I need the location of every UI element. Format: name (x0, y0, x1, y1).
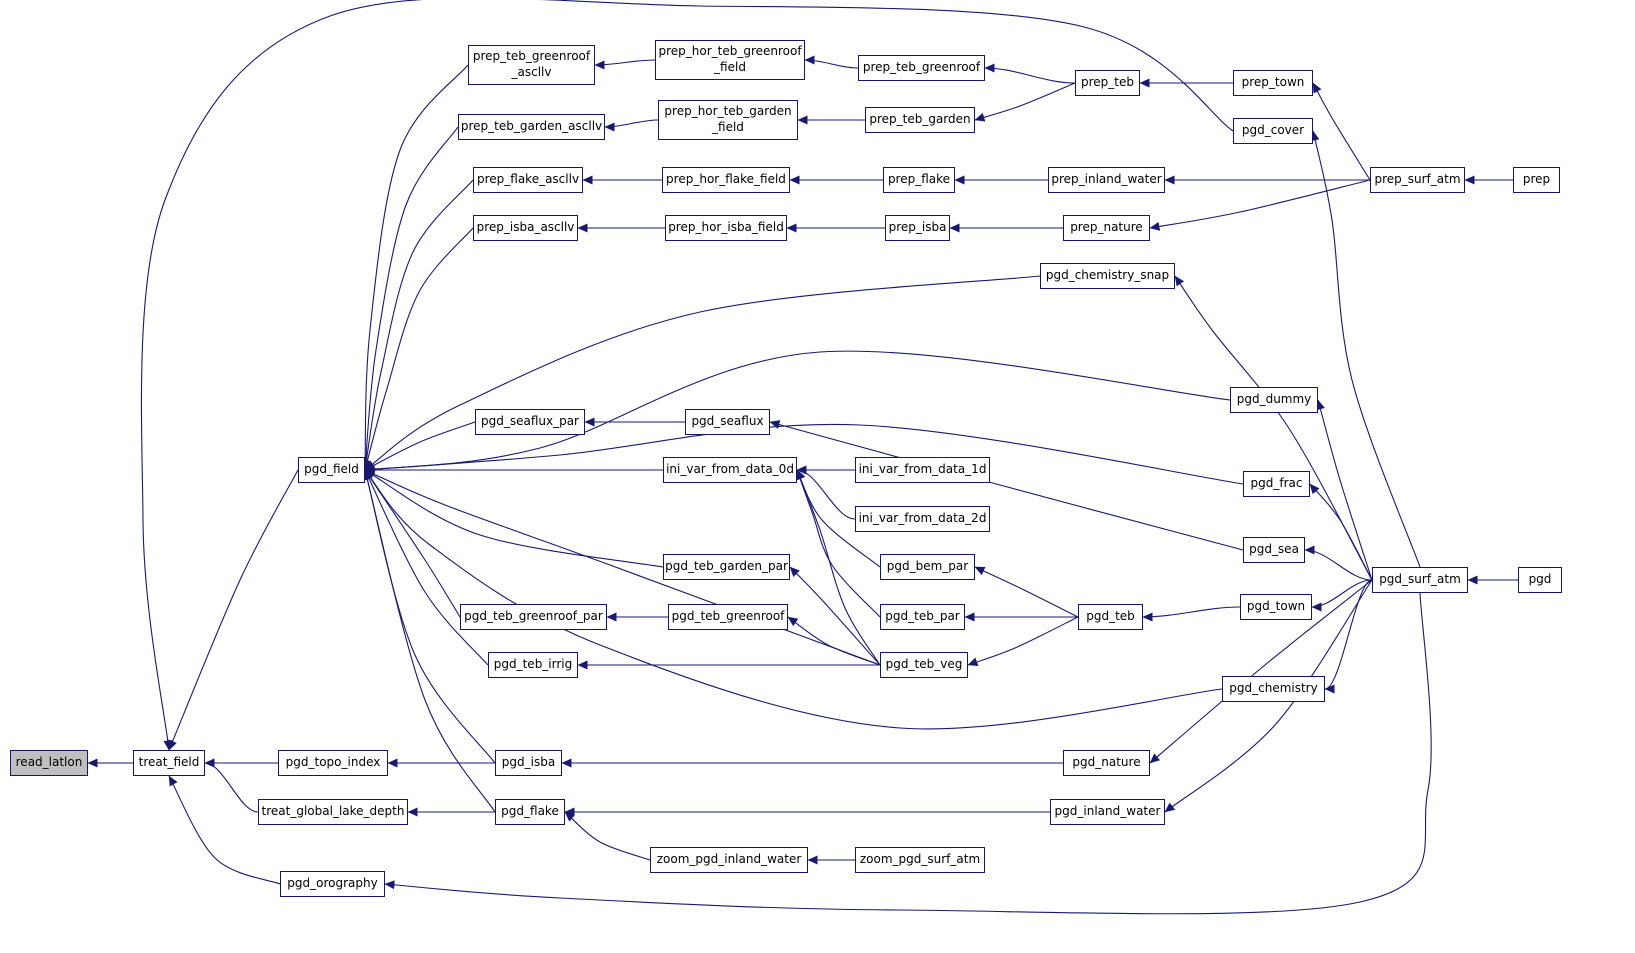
node-read_latlon: read_latlon (10, 750, 88, 776)
edge-pgd_teb_irrig-to-pgd_field (364, 469, 489, 666)
edge-prep_surf_atm-to-prep_town (1312, 82, 1371, 181)
edge-prep_surf_atm-to-prep_nature (1149, 179, 1371, 231)
node-zoom_pgd_inland_water[interactable]: zoom_pgd_inland_water (650, 847, 808, 873)
node-pgd_bem_par[interactable]: pgd_bem_par (880, 554, 975, 580)
node-zoom_pgd_surf_atm[interactable]: zoom_pgd_surf_atm (855, 847, 985, 873)
node-pgd_chemistry[interactable]: pgd_chemistry (1222, 676, 1325, 702)
edge-prep_teb-to-prep_teb_garden (974, 82, 1076, 122)
edge-pgd_teb_greenroof_par-to-pgd_field (364, 469, 461, 618)
node-treat_field[interactable]: treat_field (133, 750, 205, 776)
edge-pgd_flake-to-pgd_field (363, 469, 496, 813)
edge-pgd_surf_atm-to-pgd_chemistry (1324, 579, 1373, 694)
node-pgd_town[interactable]: pgd_town (1240, 594, 1312, 620)
node-pgd_teb[interactable]: pgd_teb (1078, 604, 1143, 630)
node-prep_hor_teb_greenroof_field[interactable]: prep_hor_teb_greenroof _field (655, 40, 805, 80)
node-pgd_nature[interactable]: pgd_nature (1063, 750, 1150, 776)
edge-pgd_surf_atm-to-pgd_frac (1309, 483, 1373, 581)
node-pgd_chemistry_snap[interactable]: pgd_chemistry_snap (1040, 263, 1175, 289)
node-pgd_teb_greenroof[interactable]: pgd_teb_greenroof (668, 604, 788, 630)
edge-pgd_town-to-pgd_teb (1142, 606, 1241, 622)
node-pgd_surf_atm[interactable]: pgd_surf_atm (1372, 567, 1468, 593)
edge-pgd_teb-to-pgd_bem_par (974, 566, 1079, 618)
node-pgd_seaflux[interactable]: pgd_seaflux (685, 409, 770, 435)
node-pgd_teb_irrig[interactable]: pgd_teb_irrig (488, 652, 578, 678)
edge-pgd_chemistry_snap-to-pgd_field (364, 275, 1041, 471)
node-pgd_teb_par[interactable]: pgd_teb_par (880, 604, 965, 630)
edge-pgd_surf_atm-to-pgd_inland_water (1164, 579, 1373, 813)
node-pgd_flake[interactable]: pgd_flake (495, 799, 565, 825)
edge-pgd_cover-to-treat_field (140, 0, 1234, 751)
edge-pgd_teb_garden_par-to-pgd_field (364, 469, 664, 568)
node-pgd_teb_veg[interactable]: pgd_teb_veg (880, 652, 968, 678)
edge-prep_teb-to-prep_teb_greenroof (984, 63, 1076, 84)
edge-prep_flake_ascllv-to-pgd_field (362, 179, 474, 471)
edge-pgd_dummy-to-pgd_field (364, 350, 1231, 474)
edge-pgd_teb_veg-to-pgd_field (364, 469, 881, 666)
edge-pgd_surf_atm-to-pgd_sea (1304, 545, 1373, 581)
node-prep_nature[interactable]: prep_nature (1063, 215, 1150, 241)
node-prep_isba[interactable]: prep_isba (885, 215, 950, 241)
node-prep_isba_ascllv[interactable]: prep_isba_ascllv (473, 215, 578, 241)
node-prep_teb_garden_ascllv[interactable]: prep_teb_garden_ascllv (458, 114, 605, 140)
edge-pgd_sea-to-pgd_seaflux (769, 420, 1244, 551)
node-prep[interactable]: prep (1513, 167, 1560, 193)
node-pgd_inland_water[interactable]: pgd_inland_water (1050, 799, 1165, 825)
node-prep_teb_garden[interactable]: prep_teb_garden (865, 107, 975, 133)
node-prep_hor_teb_garden_field[interactable]: prep_hor_teb_garden _field (658, 100, 798, 140)
node-ini_var_from_data_2d[interactable]: ini_var_from_data_2d (855, 506, 990, 532)
node-prep_surf_atm[interactable]: prep_surf_atm (1370, 167, 1465, 193)
node-prep_teb_greenroof_ascllv[interactable]: prep_teb_greenroof _ascllv (468, 45, 595, 85)
edge-prep_isba_ascllv-to-pgd_field (363, 227, 474, 471)
node-prep_teb_greenroof[interactable]: prep_teb_greenroof (858, 55, 985, 81)
edge-pgd_teb_veg-to-ini_var_from_data_0d (796, 469, 881, 666)
node-pgd_cover[interactable]: pgd_cover (1233, 118, 1313, 144)
edge-pgd_seaflux_par-to-pgd_field (364, 421, 476, 471)
node-prep_inland_water[interactable]: prep_inland_water (1048, 167, 1165, 193)
node-prep_flake_ascllv[interactable]: prep_flake_ascllv (473, 167, 583, 193)
edge-zoom_pgd_inland_water-to-pgd_flake (564, 811, 651, 861)
node-pgd_orography[interactable]: pgd_orography (280, 871, 385, 897)
edge-pgd_orography-to-treat_field (168, 775, 281, 885)
node-pgd_seaflux_par[interactable]: pgd_seaflux_par (475, 409, 585, 435)
edge-prep_teb_greenroof_ascllv-to-pgd_field (360, 64, 469, 471)
edge-pgd_surf_atm-to-pgd_dummy (1316, 399, 1373, 581)
edge-pgd_surf_atm-to-pgd_town (1311, 579, 1373, 612)
edge-pgd_surf_atm-to-pgd_cover (1310, 130, 1421, 568)
node-pgd_topo_index[interactable]: pgd_topo_index (278, 750, 388, 776)
node-prep_hor_flake_field[interactable]: prep_hor_flake_field (662, 167, 790, 193)
edge-pgd_surf_atm-to-pgd_orography (384, 592, 1432, 915)
edge-pgd_teb-to-pgd_teb_veg (967, 616, 1079, 667)
node-pgd[interactable]: pgd (1518, 567, 1562, 593)
edge-pgd_teb_veg-to-pgd_teb_greenroof (787, 616, 881, 666)
node-prep_hor_isba_field[interactable]: prep_hor_isba_field (665, 215, 787, 241)
node-prep_teb[interactable]: prep_teb (1075, 70, 1140, 96)
edge-prep_hor_teb_greenroof_field-to-prep_teb_greenroof_ascllv (594, 59, 656, 70)
node-pgd_teb_garden_par[interactable]: pgd_teb_garden_par (663, 554, 790, 580)
node-pgd_field[interactable]: pgd_field (298, 457, 365, 483)
node-ini_var_from_data_0d[interactable]: ini_var_from_data_0d (663, 457, 797, 483)
node-treat_global_lake_depth[interactable]: treat_global_lake_depth (258, 799, 408, 825)
node-pgd_dummy[interactable]: pgd_dummy (1230, 387, 1318, 413)
edge-prep_hor_teb_garden_field-to-prep_teb_garden_ascllv (604, 119, 659, 132)
edge-pgd_teb_veg-to-pgd_teb_garden_par (789, 566, 881, 666)
edge-pgd_teb_par-to-ini_var_from_data_0d (795, 469, 881, 618)
edge-pgd_surf_atm-to-pgd_nature (1149, 579, 1373, 764)
edge-prep_teb_garden_ascllv-to-pgd_field (361, 126, 459, 471)
edge-pgd_chemistry-to-pgd_field (364, 469, 1223, 730)
node-pgd_frac[interactable]: pgd_frac (1243, 471, 1310, 497)
node-pgd_teb_greenroof_par[interactable]: pgd_teb_greenroof_par (460, 604, 607, 630)
edge-treat_global_lake_depth-to-treat_field (204, 758, 259, 813)
edge-pgd_field-to-treat_field (168, 469, 299, 751)
node-pgd_sea[interactable]: pgd_sea (1243, 537, 1305, 563)
node-prep_town[interactable]: prep_town (1233, 70, 1313, 96)
edge-pgd_surf_atm-to-pgd_chemistry_snap (1174, 275, 1373, 581)
edge-prep_teb_greenroof-to-prep_hor_teb_greenroof_field (804, 55, 859, 69)
node-ini_var_from_data_1d[interactable]: ini_var_from_data_1d (855, 457, 990, 483)
node-prep_flake[interactable]: prep_flake (883, 167, 955, 193)
node-pgd_isba[interactable]: pgd_isba (495, 750, 562, 776)
